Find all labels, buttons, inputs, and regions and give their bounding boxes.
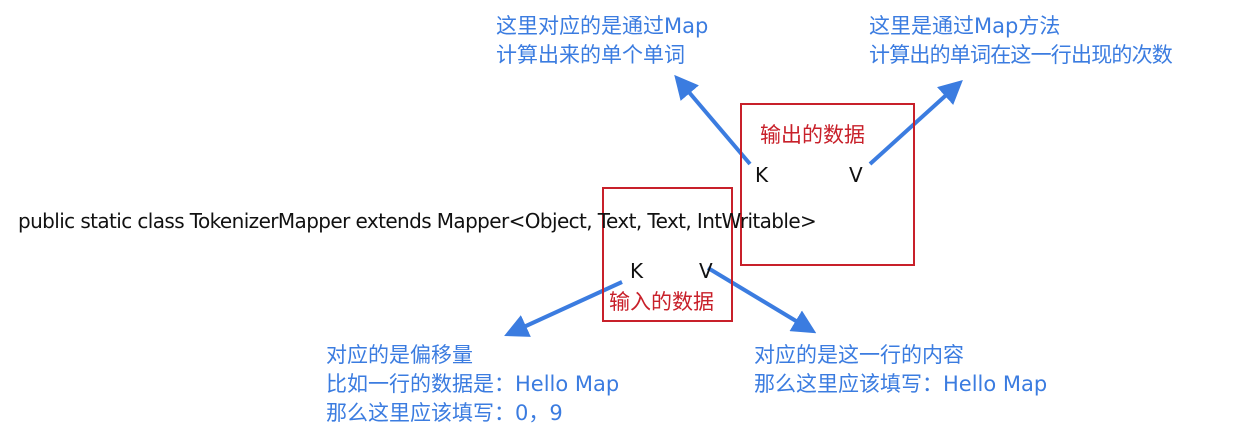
- input-box-label: 输入的数据: [609, 290, 714, 314]
- arrow-output-key: [674, 74, 752, 166]
- annotation-output-key: 这里对应的是通过Map 计算出来的单个单词: [496, 12, 708, 70]
- annotation-line: 那么这里应该填写：0，9: [326, 401, 563, 425]
- annotation-line: 比如一行的数据是：Hello Map: [326, 372, 620, 396]
- annotation-input-value: 对应的是这一行的内容 那么这里应该填写：Hello Map: [754, 341, 1047, 399]
- output-box-label: 输出的数据: [760, 123, 865, 147]
- annotation-output-value: 这里是通过Map方法 计算出的单词在这一行出现的次数: [869, 12, 1173, 70]
- output-data-box: [740, 103, 915, 266]
- input-data-box: [602, 187, 733, 322]
- annotation-line: 对应的是偏移量: [326, 343, 473, 367]
- annotation-line: 对应的是这一行的内容: [754, 343, 964, 367]
- annotation-line: 计算出的单词在这一行出现的次数: [869, 43, 1173, 67]
- annotation-input-key: 对应的是偏移量 比如一行的数据是：Hello Map 那么这里应该填写：0，9: [326, 341, 619, 428]
- annotation-line: 计算出来的单个单词: [496, 43, 685, 67]
- annotation-line: 这里对应的是通过Map: [496, 14, 709, 38]
- output-key-letter: K: [755, 163, 769, 187]
- arrow-input-key: [504, 280, 623, 337]
- input-value-letter: V: [699, 259, 713, 283]
- arrow-input-value: [706, 266, 817, 334]
- annotation-line: 那么这里应该填写：Hello Map: [754, 372, 1048, 396]
- annotation-line: 这里是通过Map方法: [869, 14, 1061, 38]
- code-line: public static class TokenizerMapper exte…: [18, 209, 817, 233]
- input-key-letter: K: [630, 259, 644, 283]
- output-value-letter: V: [849, 163, 863, 187]
- arrow-output-value: [868, 79, 963, 166]
